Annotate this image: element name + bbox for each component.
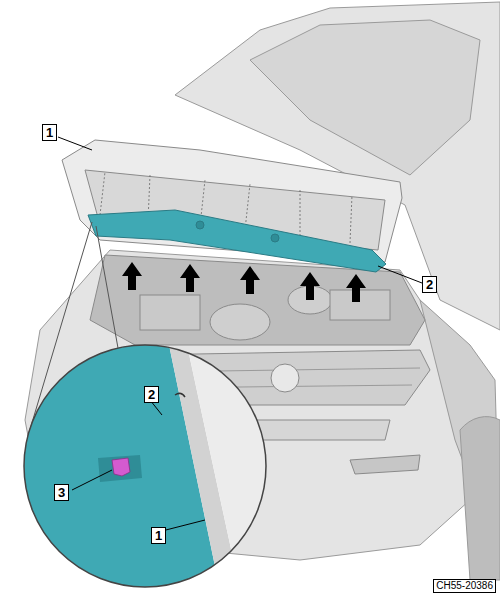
lift-arrow [180,264,200,292]
lift-arrow [122,262,142,290]
callout-number: 2 [144,386,159,403]
magnifier [20,340,280,596]
lift-arrow [346,274,366,302]
clip-lines [245,184,250,230]
leader-line [72,470,112,490]
magnifier [20,340,280,596]
magnifier-ring [24,345,266,587]
clip-lines [350,195,352,243]
clip-lines [300,190,301,236]
callout-number: 2 [422,276,437,293]
insulation-mat [88,210,386,272]
grille [271,364,299,392]
engine-bay [210,304,270,340]
leader-line [58,137,92,150]
callout-number: 1 [42,124,57,141]
car-body [460,417,500,580]
callout-number: 1 [151,527,166,544]
engine-bay [140,295,200,330]
magnifier [112,458,130,476]
lift-arrow [122,262,366,302]
magnifier [175,393,185,397]
lift-arrow [240,266,260,294]
car-body [250,20,480,175]
leader-line [58,137,422,532]
insulation-mat [196,221,204,229]
grille [350,455,420,474]
figure-number: CH55-20386 [433,579,496,593]
insulation-mat [271,234,279,242]
insulation-mat [88,210,386,272]
lift-arrow [300,272,320,300]
callout-number: 3 [54,484,69,501]
leader-line [378,266,422,283]
magnifier [98,455,142,482]
magnifier-lines [96,226,118,348]
clip-lines [100,172,105,215]
